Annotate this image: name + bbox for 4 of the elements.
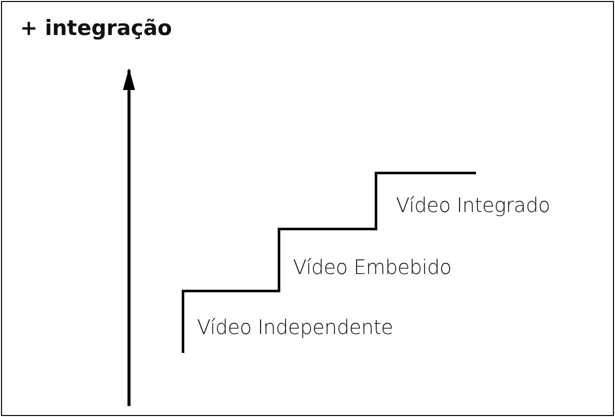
step-label: Vídeo Embebido: [293, 255, 452, 279]
axis-label: + integração: [20, 16, 172, 40]
step-label: Vídeo Independente: [197, 315, 394, 339]
step-label: Vídeo Integrado: [396, 193, 550, 217]
